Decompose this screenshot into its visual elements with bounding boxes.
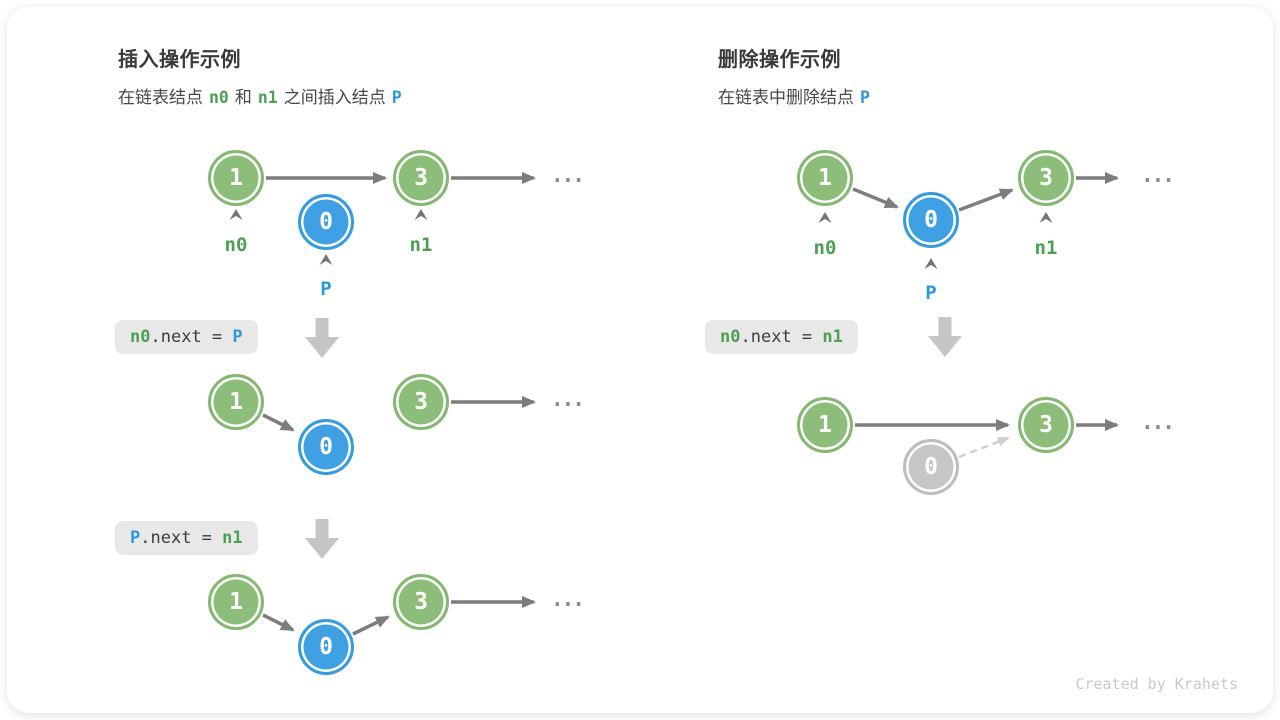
code-token: n0: [130, 327, 151, 347]
ellipsis: ...: [551, 587, 585, 611]
list-node: 1: [797, 150, 853, 206]
pointer-label-n1: n1: [1034, 237, 1058, 259]
list-node: 1: [797, 397, 853, 453]
ellipsis: ...: [1141, 410, 1175, 434]
dashed-unlink-arrow: [958, 436, 1010, 459]
subtitle-text: 在链表结点: [118, 88, 203, 107]
code-token: P: [130, 528, 141, 548]
delete-section-title: 删除操作示例: [718, 49, 841, 71]
node-ref-n0: n0: [209, 88, 229, 107]
code-token: n0: [720, 327, 741, 347]
subtitle-text: 之间插入结点: [283, 88, 386, 107]
code-token: .next =: [740, 327, 823, 347]
list-node: 1: [208, 150, 264, 206]
list-node: 1: [208, 574, 264, 630]
node-ref-n1: n1: [257, 88, 278, 107]
node-ref-p: P: [860, 88, 870, 107]
pointer-label-p: P: [925, 282, 937, 304]
caret-icons: [229, 209, 1053, 269]
code-token: n1: [222, 528, 243, 548]
pointer-label-n0: n0: [224, 234, 248, 256]
list-node-removed: 0: [903, 439, 959, 495]
delete-section-subtitle: 在链表中删除结点 P: [718, 83, 876, 108]
ellipsis: ...: [551, 163, 585, 187]
list-node-p: 0: [298, 419, 354, 475]
code-token: n1: [822, 327, 843, 347]
code-step-insert-2: P.next = n1: [115, 521, 258, 555]
list-node: 1: [208, 374, 264, 430]
block-down-arrow-icons: [305, 317, 962, 559]
subtitle-text: 和: [234, 88, 252, 107]
code-step-insert-1: n0.next = P: [115, 320, 258, 354]
list-node: 3: [393, 374, 449, 430]
pointer-label-n0: n0: [813, 237, 837, 259]
list-node: 3: [1018, 397, 1074, 453]
pointer-label-n1: n1: [409, 234, 433, 256]
list-node: 3: [393, 150, 449, 206]
ellipsis: ...: [1141, 163, 1175, 187]
code-token: .next =: [150, 327, 233, 347]
ellipsis: ...: [551, 387, 585, 411]
code-token: P: [232, 327, 243, 347]
list-node-p: 0: [903, 192, 959, 248]
credit-text: Created by Krahets: [1075, 675, 1238, 693]
list-node: 3: [393, 574, 449, 630]
subtitle-text: 在链表中删除结点: [718, 88, 854, 107]
list-node-p: 0: [298, 619, 354, 675]
node-ref-p: P: [391, 88, 402, 107]
code-step-delete-1: n0.next = n1: [705, 320, 858, 354]
insert-section-subtitle: 在链表结点 n0 和 n1 之间插入结点 P: [118, 83, 408, 108]
list-node-p: 0: [298, 194, 354, 250]
code-token: .next =: [140, 528, 223, 548]
pointer-label-p: P: [320, 278, 332, 300]
list-node: 3: [1018, 150, 1074, 206]
insert-section-title: 插入操作示例: [118, 49, 241, 71]
